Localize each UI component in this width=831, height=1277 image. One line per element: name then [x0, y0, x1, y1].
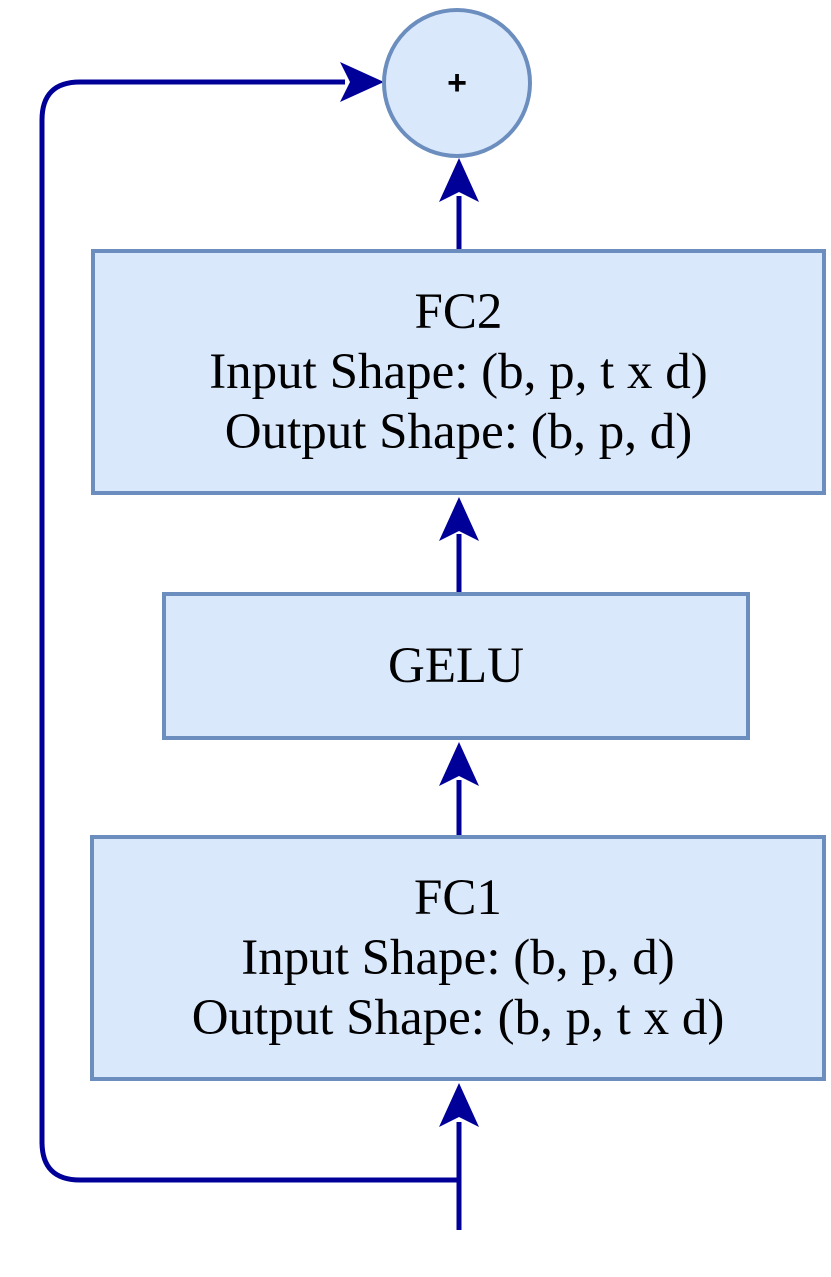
arrowhead-into-add-from-skip [340, 62, 384, 102]
gelu-label: GELU [388, 637, 524, 694]
fc2-box: FC2 Input Shape: (b, p, t x d) Output Sh… [91, 249, 826, 495]
arrowhead-into-gelu [439, 742, 479, 786]
arrowhead-into-fc1 [439, 1083, 479, 1127]
arrowhead-into-fc2 [439, 497, 479, 541]
fc1-box: FC1 Input Shape: (b, p, d) Output Shape:… [90, 835, 826, 1081]
fc1-title: FC1 [414, 869, 502, 926]
add-node: + [382, 8, 532, 158]
gelu-box: GELU [162, 592, 750, 740]
fc1-output-shape: Output Shape: (b, p, t x d) [191, 990, 725, 1047]
plus-symbol: + [447, 63, 467, 102]
fc2-output-shape: Output Shape: (b, p, d) [224, 404, 693, 461]
fc1-input-shape: Input Shape: (b, p, d) [241, 929, 675, 986]
fc2-input-shape: Input Shape: (b, p, t x d) [209, 343, 708, 400]
residual-skip-edge [39, 79, 459, 1183]
fc2-title: FC2 [414, 283, 503, 340]
arrowhead-into-add-from-fc2 [439, 158, 479, 202]
